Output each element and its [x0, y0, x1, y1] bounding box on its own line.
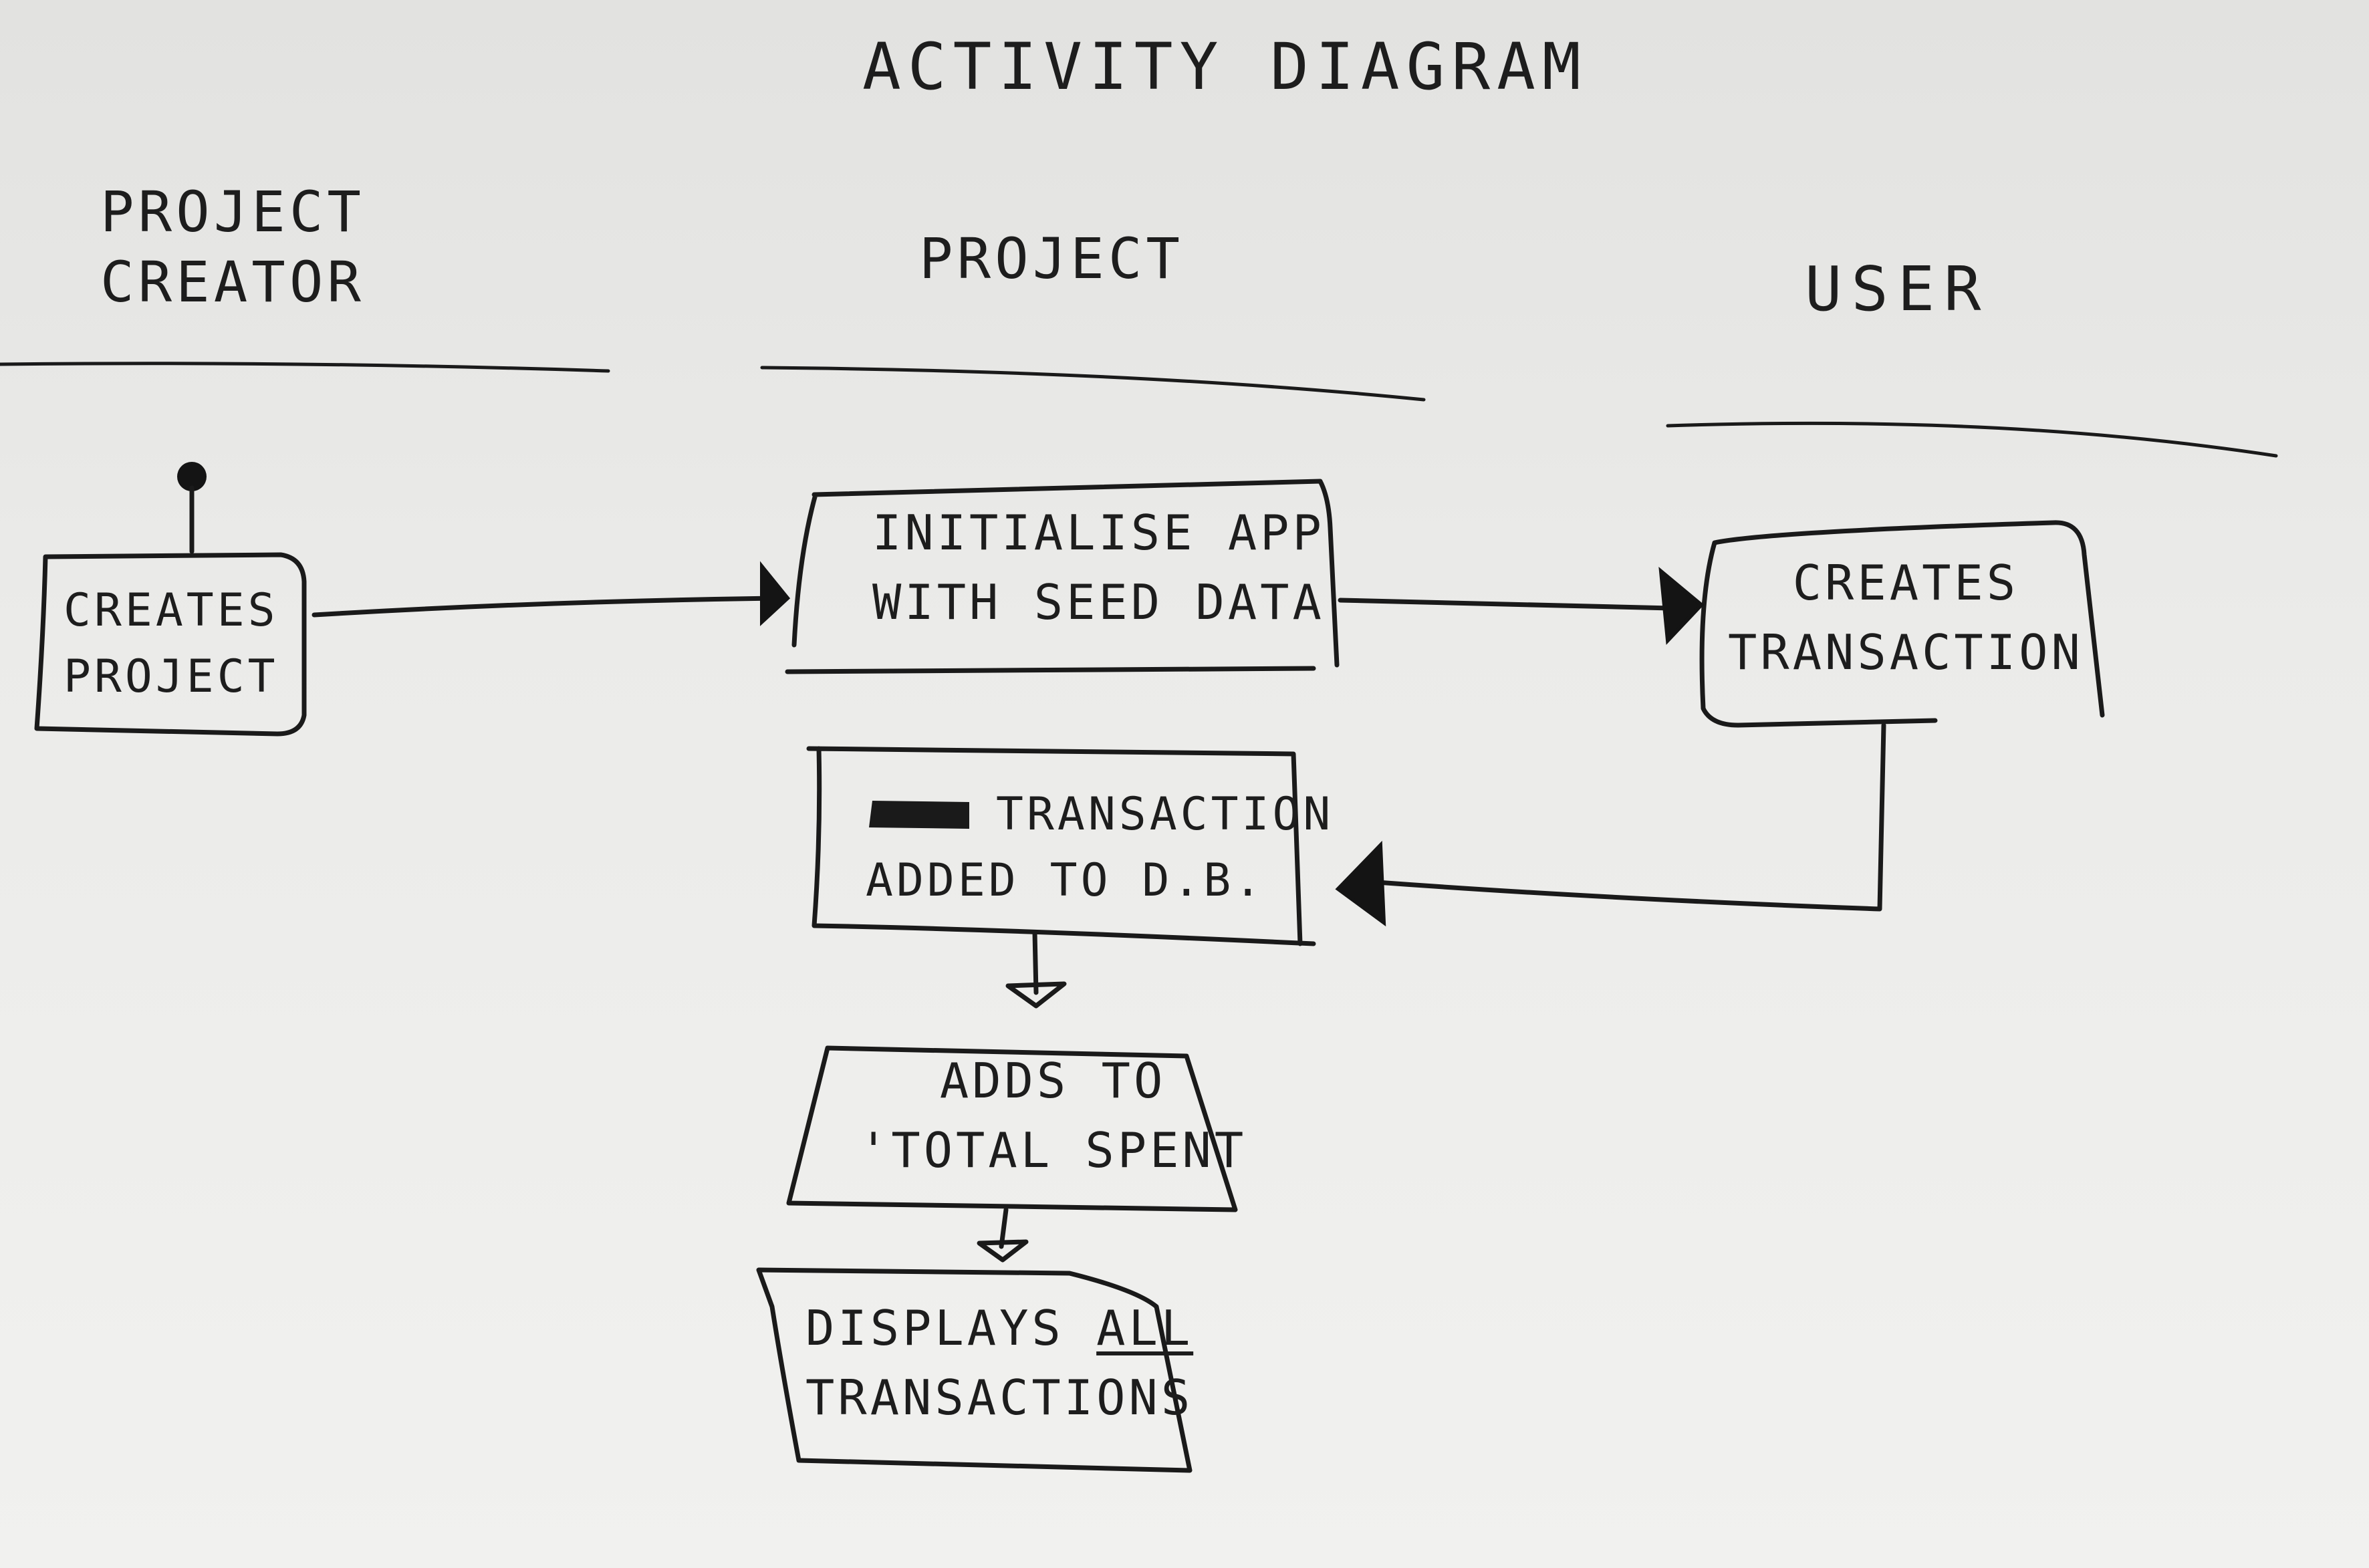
- node-line: Project: [64, 650, 279, 703]
- lane-line-project: [760, 366, 1426, 402]
- edge-init-to-transaction-arrowhead: [1658, 567, 1705, 645]
- edge-project-to-init: [311, 596, 778, 618]
- lane-line-creator: [0, 362, 610, 373]
- lane-header-project-creator: Project Creator: [100, 177, 365, 317]
- node-transaction-added-box: [806, 746, 1316, 946]
- lane-header-line: User: [1805, 253, 1991, 325]
- node-adds-total: Adds To 'Total Spent: [859, 1046, 1247, 1186]
- node-line: Added to D.B.: [866, 854, 1265, 907]
- lane-header-project: Project: [919, 224, 1184, 294]
- node-word: Displays: [805, 1300, 1064, 1356]
- edge-db-to-total-arrowhead: [1005, 981, 1067, 1009]
- node-word-emphasis: All: [1096, 1300, 1194, 1356]
- diagram-title: Activity Diagram: [862, 29, 1588, 104]
- node-line: Initialise App: [872, 505, 1325, 561]
- edge-db-to-total: [1032, 930, 1039, 995]
- node-line: Displays All: [805, 1293, 1193, 1363]
- node-line: Transaction: [1728, 624, 2084, 681]
- node-creates-project: Creates Project: [64, 578, 279, 710]
- edge-project-to-init-arrowhead: [760, 561, 791, 626]
- node-line: Creates: [1792, 555, 2019, 611]
- lane-line-user: [1666, 421, 2278, 458]
- node-line: Creates: [64, 584, 279, 637]
- node-creates-transaction-box: [1699, 520, 2105, 728]
- lane-header-line: Creator: [100, 249, 366, 315]
- node-displays-all: Displays All Transactions: [805, 1293, 1193, 1433]
- node-line: Transactions: [805, 1369, 1194, 1426]
- node-transaction-added: Transaction Added to D.B.: [866, 782, 1334, 914]
- edge-transaction-to-db: [1374, 723, 1886, 912]
- node-creates-transaction: Creates Transaction: [1728, 548, 2084, 688]
- scribble-strikeout: [869, 801, 969, 829]
- lane-header-user: User: [1805, 251, 1991, 328]
- edge-init-to-transaction: [1338, 598, 1674, 611]
- node-line: With Seed Data: [872, 574, 1325, 631]
- initial-node: [177, 462, 207, 491]
- node-line: Transaction: [996, 788, 1334, 841]
- node-creates-project-box: [34, 552, 307, 737]
- lane-header-line: Project: [919, 226, 1184, 291]
- node-line: Adds To: [939, 1053, 1166, 1109]
- edge-total-to-display-arrowhead: [977, 1239, 1029, 1263]
- node-displays-all-box: [756, 1267, 1193, 1473]
- node-initialise-app-box: [785, 479, 1340, 674]
- lane-header-line: Project: [100, 179, 366, 245]
- node-initialise-app: Initialise App With Seed Data: [872, 498, 1325, 638]
- edge-transaction-to-db-arrowhead: [1335, 840, 1386, 927]
- node-line: 'Total Spent: [859, 1122, 1247, 1179]
- node-adds-total-box: [786, 1045, 1238, 1212]
